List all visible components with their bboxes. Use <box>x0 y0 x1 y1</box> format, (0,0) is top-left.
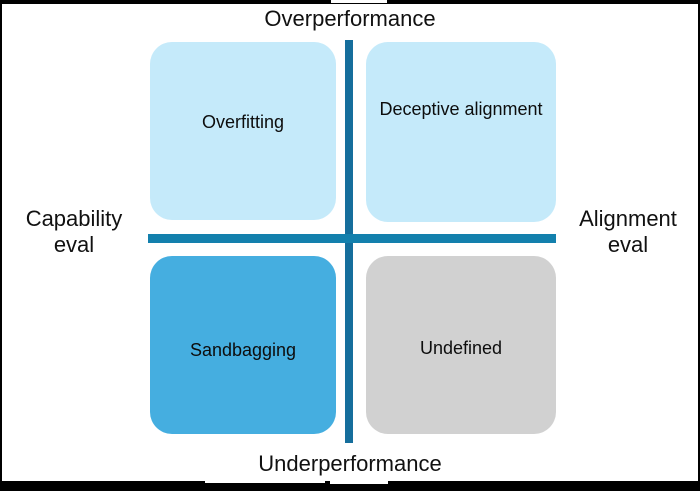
quadrant-overfitting[interactable]: Overfitting <box>150 42 336 220</box>
quadrant-label-overfitting: Overfitting <box>201 112 285 133</box>
frame-border-bottom <box>0 481 700 491</box>
quadrant-deceptive-alignment[interactable]: Deceptive alignment <box>366 42 556 222</box>
quadrant-label-undefined: Undefined <box>419 338 503 359</box>
axis-label-alignment-eval: Alignment eval <box>579 206 677 257</box>
axis-label-overperformance: Overperformance <box>264 6 436 31</box>
frame-notch-top <box>331 0 387 3</box>
quadrant-label-deceptive-alignment: Deceptive alignment <box>379 99 543 120</box>
axis-label-underperformance: Underperformance <box>258 451 442 477</box>
quadrant-sandbagging[interactable]: Sandbagging <box>150 256 336 434</box>
frame-notch-bottom <box>330 481 388 484</box>
frame-notch-bottom-alt <box>205 481 325 483</box>
frame-border-left <box>0 4 2 481</box>
axis-label-capability-eval: Capability eval <box>25 206 123 257</box>
quadrant-undefined[interactable]: Undefined <box>366 256 556 434</box>
quadrant-label-sandbagging: Sandbagging <box>189 340 297 361</box>
horizontal-axis-line <box>148 234 556 243</box>
frame-border-right <box>698 4 700 481</box>
